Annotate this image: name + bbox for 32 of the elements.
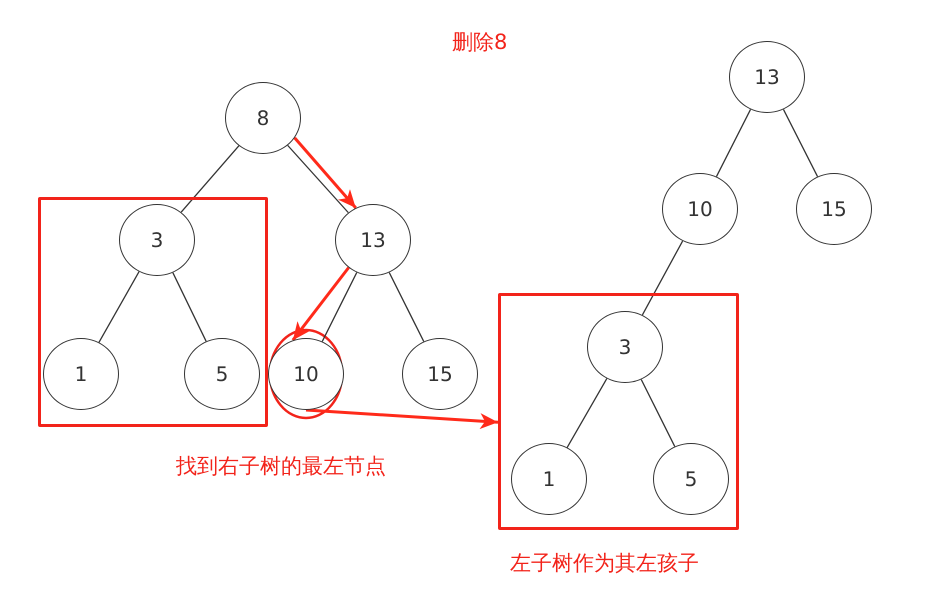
tree-node: 3	[119, 204, 195, 276]
title: 删除8	[452, 29, 508, 56]
tree-edge	[287, 144, 349, 214]
tree-edge	[566, 378, 608, 448]
tree-edge	[716, 109, 752, 177]
tree-node: 10	[268, 338, 344, 410]
tree-node: 1	[511, 443, 587, 515]
subtree-box	[38, 197, 268, 427]
annotation-text: 左子树作为其左孩子	[510, 550, 699, 577]
tree-edge	[388, 272, 424, 342]
tree-edge	[98, 271, 140, 343]
tree-node: 13	[729, 41, 805, 113]
arrow	[294, 136, 357, 209]
tree-node: 13	[335, 204, 411, 276]
tree-node: 1	[43, 338, 119, 410]
annotation-text: 找到右子树的最左节点	[176, 453, 386, 480]
tree-edge	[782, 109, 818, 177]
tree-node: 15	[796, 173, 872, 245]
arrow	[306, 408, 498, 430]
tree-node: 10	[662, 173, 738, 245]
tree-node: 5	[184, 338, 260, 410]
tree-node: 15	[402, 338, 478, 410]
tree-edge	[180, 145, 240, 213]
subtree-box	[498, 293, 739, 530]
tree-node: 3	[587, 311, 663, 383]
tree-edge	[642, 240, 684, 316]
tree-node: 5	[653, 443, 729, 515]
tree-edge	[322, 272, 358, 342]
tree-edge	[172, 272, 207, 342]
tree-edge	[640, 379, 676, 447]
tree-node: 8	[225, 82, 301, 154]
arrow	[292, 266, 350, 342]
